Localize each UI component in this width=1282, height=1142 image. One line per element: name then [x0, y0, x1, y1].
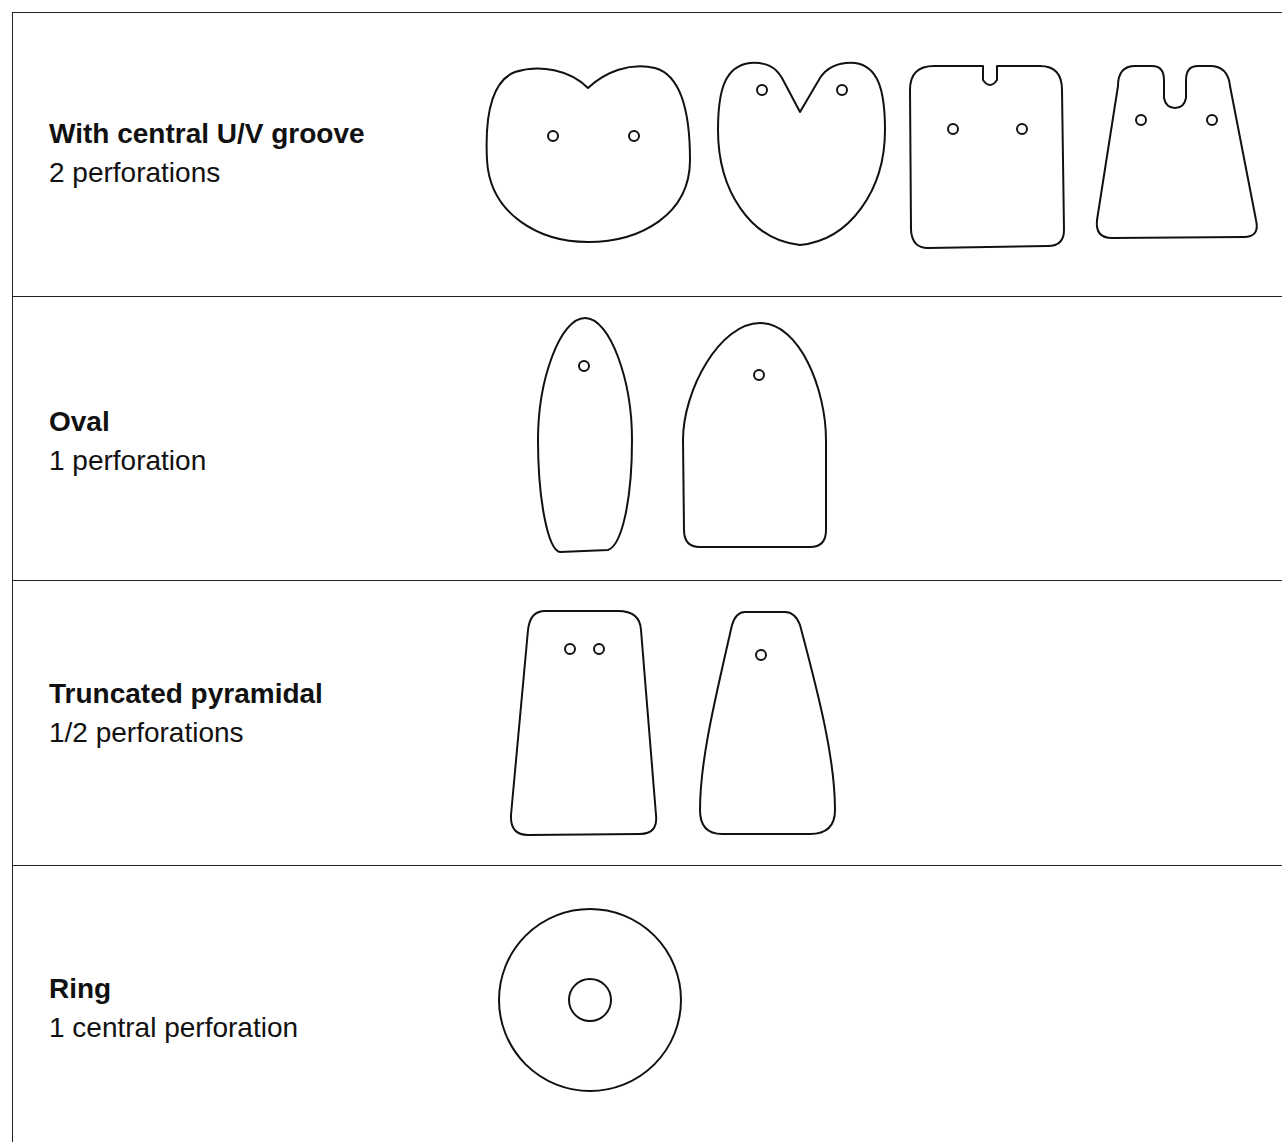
category-name: Ring [49, 972, 111, 1006]
perforation [948, 124, 958, 134]
perforation [1136, 115, 1146, 125]
perforation-count: 1 central perforation [49, 1011, 298, 1045]
pendant-outline [700, 612, 835, 834]
category-band: Ring 1 central perforation [12, 865, 1282, 1142]
perforation-count: 2 perforations [49, 156, 220, 190]
perforation [579, 361, 589, 371]
perforation [1207, 115, 1217, 125]
perforation [1017, 124, 1027, 134]
perforation-count: 1 perforation [49, 444, 206, 478]
category-band: With central U/V groove 2 perforations [12, 12, 1282, 296]
category-band: Oval 1 perforation [12, 296, 1282, 580]
perforation [837, 85, 847, 95]
perforation-count: 1/2 perforations [49, 716, 244, 750]
category-band: Truncated pyramidal 1/2 perforations [12, 580, 1282, 865]
category-name: Oval [49, 405, 110, 439]
pendant-outline [718, 63, 885, 245]
pendant-outline [1097, 66, 1257, 238]
pendant-outline [683, 323, 826, 547]
pendant-outline [910, 66, 1064, 248]
perforation [756, 650, 766, 660]
perforation [757, 85, 767, 95]
perforation [569, 979, 611, 1021]
category-name: Truncated pyramidal [49, 677, 323, 711]
perforation [629, 131, 639, 141]
pendant-outline [487, 66, 690, 242]
category-name: With central U/V groove [49, 117, 365, 151]
pendant-outline [511, 611, 656, 835]
ring-outline [499, 909, 681, 1091]
perforation [565, 644, 575, 654]
perforation [594, 644, 604, 654]
pendant-outline [538, 318, 632, 552]
perforation [754, 370, 764, 380]
perforation [548, 131, 558, 141]
